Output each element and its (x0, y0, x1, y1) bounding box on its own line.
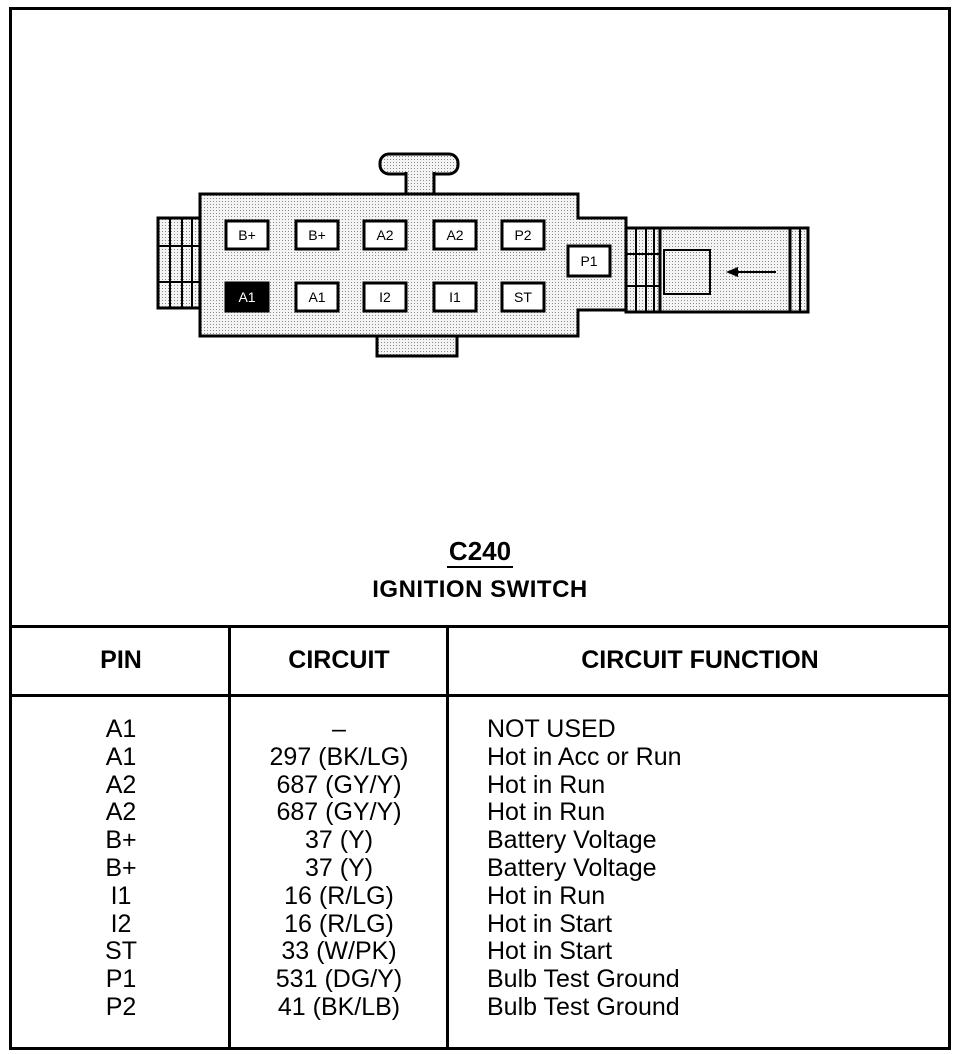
pin-label: A1 (238, 289, 255, 305)
pin-cell: I2 (110, 909, 132, 938)
pin-cell: B+ (105, 826, 137, 855)
circuit-cell: 37 (Y) (304, 826, 374, 855)
header-pin: PIN (100, 646, 142, 674)
pin-cell: B+ (105, 853, 137, 882)
table-top-border (9, 625, 951, 628)
circuit-cell: 531 (DG/Y) (275, 965, 403, 994)
pin-label: I2 (379, 289, 391, 305)
pin-cell: P1 (105, 965, 137, 994)
function-cell: Hot in Run (487, 881, 606, 910)
pin-label: P2 (514, 227, 531, 243)
pin-cell: A1 (105, 742, 137, 771)
connector-body (198, 192, 628, 338)
function-cell: Hot in Run (487, 798, 606, 827)
pin-box: I2 (362, 281, 408, 313)
pin-label: P1 (580, 253, 597, 269)
pin-label: A2 (376, 227, 393, 243)
pin-box: B+ (294, 219, 340, 251)
circuit-cell: 16 (R/LG) (284, 881, 394, 910)
pin-label: A1 (308, 289, 325, 305)
pin-box: A1 (294, 281, 340, 313)
function-cell: Battery Voltage (487, 826, 657, 855)
connector-left-ribs (156, 216, 204, 310)
pin-box: B+ (224, 219, 270, 251)
circuit-cell: 33 (W/PK) (281, 937, 397, 966)
pin-cell: ST (105, 937, 137, 966)
circuit-cell: 41 (BK/LB) (277, 992, 401, 1021)
pin-box: ST (500, 281, 546, 313)
connector-right-extension (658, 226, 810, 314)
pin-box: A2 (362, 219, 408, 251)
connector-latch (378, 152, 460, 196)
pin-box: I1 (432, 281, 478, 313)
table-header-divider (9, 694, 951, 697)
column-divider (228, 628, 231, 1047)
pin-box: A1 (224, 281, 270, 313)
pin-cell: I1 (110, 881, 132, 910)
circuit-cell: 16 (R/LG) (284, 909, 394, 938)
function-cell: Battery Voltage (487, 853, 657, 882)
connector-name: IGNITION SWITCH (372, 576, 588, 603)
function-cell: Hot in Run (487, 770, 606, 799)
pin-box: A2 (432, 219, 478, 251)
header-circuit: CIRCUIT (288, 646, 390, 674)
pin-box: P2 (500, 219, 546, 251)
pin-cell: A1 (105, 715, 137, 743)
page-frame (9, 7, 951, 1050)
pin-box: P1 (566, 244, 612, 278)
connector-right-ribs (624, 226, 662, 314)
function-cell: Bulb Test Ground (487, 965, 680, 994)
pin-cell: P2 (105, 992, 137, 1021)
connector-code: C240 (446, 536, 514, 568)
circuit-cell: 297 (BK/LG) (269, 742, 409, 771)
function-cell: Hot in Start (487, 909, 613, 938)
circuit-column: –297 (BK/LG)687 (GY/Y)687 (GY/Y)37 (Y)37… (230, 715, 448, 1022)
pin-label: I1 (449, 289, 461, 305)
pin-label: B+ (308, 227, 326, 243)
circuit-cell: 37 (Y) (304, 853, 374, 882)
pin-label: B+ (238, 227, 256, 243)
pin-cell: A2 (105, 770, 137, 799)
function-cell: Bulb Test Ground (487, 992, 680, 1021)
function-cell: NOT USED (487, 715, 616, 743)
function-cell: Hot in Acc or Run (487, 742, 682, 771)
function-cell: Hot in Start (487, 937, 613, 966)
pin-label: A2 (446, 227, 463, 243)
column-divider (446, 628, 449, 1047)
header-circuit-function: CIRCUIT FUNCTION (581, 646, 819, 674)
circuit-cell: 687 (GY/Y) (276, 770, 402, 799)
circuit-cell: – (332, 715, 346, 743)
pin-cell: A2 (105, 798, 137, 827)
circuit-cell: 687 (GY/Y) (276, 798, 402, 827)
pin-label: ST (514, 289, 532, 305)
